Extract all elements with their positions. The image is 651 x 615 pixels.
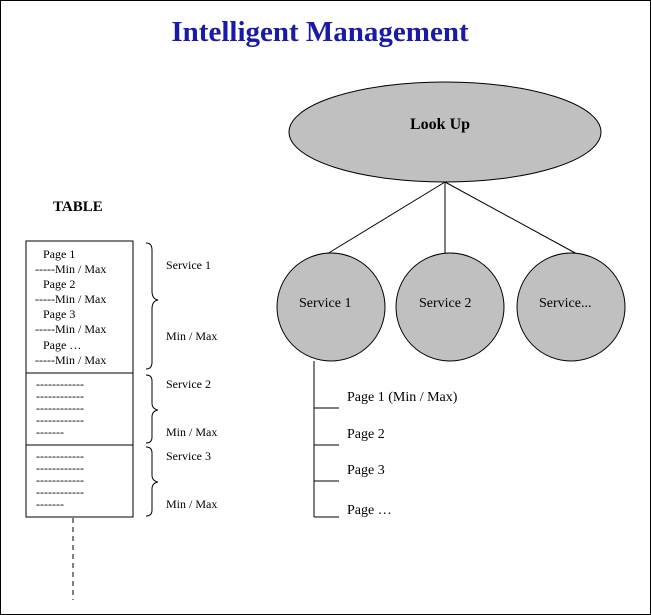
connector-lookup-service-3 (444, 181, 578, 255)
service-node-1 (276, 252, 386, 362)
page-label: Page 2 (347, 427, 385, 442)
table-line: Page … (43, 338, 82, 352)
table-line: -----Min / Max (35, 353, 107, 367)
table-line: ------- (36, 425, 64, 439)
table-box (25, 240, 134, 518)
brace-service-2 (145, 374, 159, 444)
lookup-label: Look Up (410, 116, 471, 133)
service-label-1: Service 1 (299, 296, 352, 311)
table-line: ------------ (36, 389, 84, 403)
table-line: ------------ (36, 461, 84, 475)
bracket-range-label: Min / Max (166, 425, 218, 439)
table-line: -----Min / Max (35, 322, 107, 336)
bracket-service-label: Service 3 (166, 449, 211, 463)
table-line: ------------ (36, 377, 84, 391)
table-line: ------------ (36, 449, 84, 463)
table-line: -----Min / Max (35, 262, 107, 276)
table-line: Page 1 (43, 247, 76, 261)
table-line: ------------ (36, 485, 84, 499)
table-line: ------------ (36, 401, 84, 415)
bracket-service-label: Service 1 (166, 258, 211, 272)
table-heading: TABLE (53, 199, 103, 215)
brace-service-1 (145, 242, 159, 370)
table-line: ------------ (36, 473, 84, 487)
table-line: Page 3 (43, 307, 76, 321)
bracket-range-label: Min / Max (166, 497, 218, 511)
bracket-range-label: Min / Max (166, 329, 218, 343)
table-line: ------- (36, 497, 64, 511)
page-label: Page 1 (Min / Max) (347, 390, 458, 405)
table-line: Page 2 (43, 277, 76, 291)
page-label: Page 3 (347, 463, 385, 478)
connector-lookup-service-1 (326, 181, 446, 255)
diagram-title: Intelligent Management (171, 16, 469, 48)
service-label-2: Service 2 (419, 296, 472, 311)
table-line: ------------ (36, 413, 84, 427)
bracket-service-label: Service 2 (166, 377, 211, 391)
service-node-2 (395, 252, 505, 362)
page-label: Page … (347, 503, 392, 518)
service-node-3 (516, 252, 626, 362)
service-label-3: Service... (539, 296, 592, 311)
brace-service-3 (145, 446, 159, 517)
table-line: -----Min / Max (35, 292, 107, 306)
